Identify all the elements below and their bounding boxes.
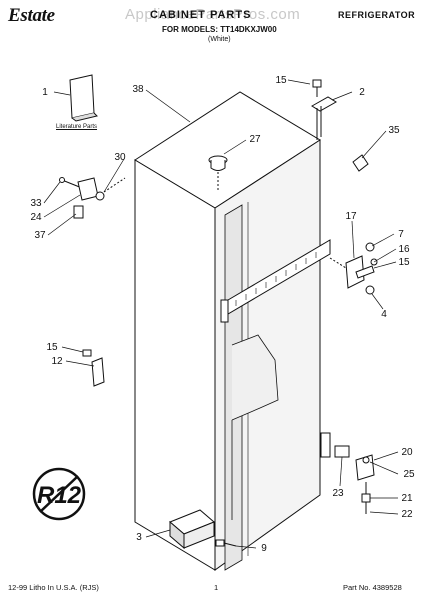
color-line: (White): [208, 36, 231, 43]
callout-25: 25: [403, 469, 415, 480]
callout-27: 27: [249, 134, 261, 145]
callout-21: 21: [401, 493, 413, 504]
callout-22: 22: [401, 509, 413, 520]
callout-17: 17: [345, 211, 357, 222]
callout-30: 30: [114, 152, 126, 163]
lower-bracket: [320, 432, 331, 458]
callout-12: 12: [51, 356, 63, 367]
screw-15-top: [312, 79, 322, 97]
literature-booklet: [69, 74, 98, 122]
callout-1: 1: [42, 87, 48, 98]
footer-page-number: 1: [214, 583, 219, 592]
left-hinge-assembly: [59, 177, 126, 219]
lower-hinge-assembly: [334, 445, 375, 514]
models-line: FOR MODELS: TT14DKXJW00: [162, 25, 277, 34]
top-hinge-bracket: [311, 96, 337, 140]
right-hinge-assembly: [329, 242, 378, 295]
brand-logo: Estate: [8, 5, 55, 26]
r12-logo: R12: [32, 467, 86, 521]
part-27-plug: [208, 155, 228, 190]
r12-logo-text: R12: [37, 482, 82, 509]
footer-litho: 12-99 Litho In U.S.A. (RJS): [8, 583, 99, 592]
callout-33: 33: [30, 198, 42, 209]
leader-lines: [43, 79, 399, 549]
callout-15: 15: [275, 75, 287, 86]
freezer-contour: [231, 334, 279, 520]
callout-16: 16: [398, 244, 410, 255]
divider-rail: [220, 239, 331, 323]
callout-2: 2: [359, 87, 365, 98]
callout-4: 4: [381, 309, 387, 320]
leveler-assembly: [169, 509, 237, 550]
callout-15: 15: [46, 342, 58, 353]
callout-20: 20: [401, 447, 413, 458]
watermark: AppliancePartsPros.com: [125, 6, 301, 23]
part-12-bracket: [82, 349, 105, 387]
category-label: REFRIGERATOR: [338, 10, 416, 20]
callout-37: 37: [34, 230, 46, 241]
callout-3: 3: [136, 532, 142, 543]
callout-38: 38: [132, 84, 144, 95]
cabinet: [134, 91, 321, 571]
callout-35: 35: [388, 125, 400, 136]
callout-23: 23: [332, 488, 344, 499]
callout-7: 7: [398, 229, 404, 240]
callout-15: 15: [398, 257, 410, 268]
cabinet-left-side: [134, 159, 216, 571]
callout-9: 9: [261, 543, 267, 554]
footer-part-number: Part No. 4389528: [343, 583, 402, 592]
callout-24: 24: [30, 212, 42, 223]
page-title: CABINET PARTS: [150, 9, 252, 21]
part-35-clip: [352, 154, 369, 172]
literature-parts-label: Literature Parts: [56, 124, 98, 130]
